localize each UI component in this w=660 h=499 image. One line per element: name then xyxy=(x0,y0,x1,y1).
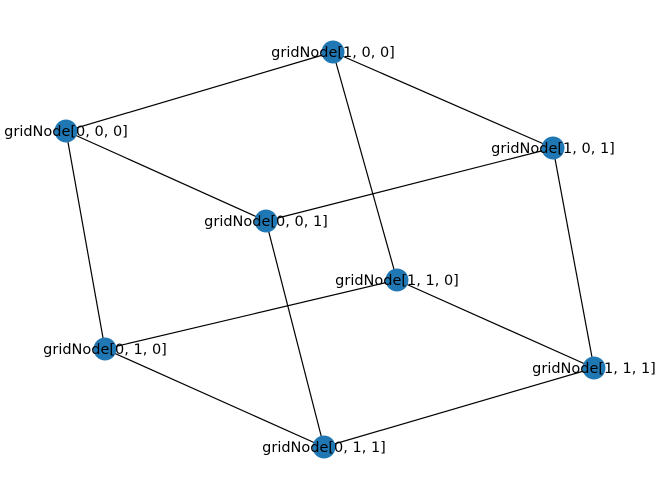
node-101 xyxy=(541,136,565,160)
edge-001-101 xyxy=(265,147,554,222)
edge-011-111 xyxy=(323,367,595,448)
node-label-100: gridNode[1, 0, 0] xyxy=(271,45,395,61)
edge-100-101 xyxy=(332,51,554,149)
edge-000-001 xyxy=(65,130,267,222)
node-label-001: gridNode[0, 0, 1] xyxy=(204,214,328,230)
node-label-010: gridNode[0, 1, 0] xyxy=(43,342,167,358)
node-001 xyxy=(254,209,278,233)
edge-101-111 xyxy=(552,147,595,369)
node-011 xyxy=(312,435,336,459)
node-111 xyxy=(582,356,606,380)
edge-000-010 xyxy=(65,130,106,350)
node-010 xyxy=(93,337,117,361)
node-label-101: gridNode[1, 0, 1] xyxy=(491,141,615,157)
node-000 xyxy=(54,119,78,143)
edge-010-110 xyxy=(104,279,398,350)
node-label-110: gridNode[1, 1, 0] xyxy=(335,273,459,289)
edge-010-011 xyxy=(104,348,325,448)
edge-100-110 xyxy=(332,51,398,281)
edge-000-100 xyxy=(65,51,334,132)
node-label-011: gridNode[0, 1, 1] xyxy=(262,440,386,456)
edge-001-011 xyxy=(265,220,325,448)
edge-110-111 xyxy=(396,279,595,369)
node-110 xyxy=(385,268,409,292)
node-label-111: gridNode[1, 1, 1] xyxy=(532,361,656,377)
node-100 xyxy=(321,40,345,64)
node-label-000: gridNode[0, 0, 0] xyxy=(4,124,128,140)
